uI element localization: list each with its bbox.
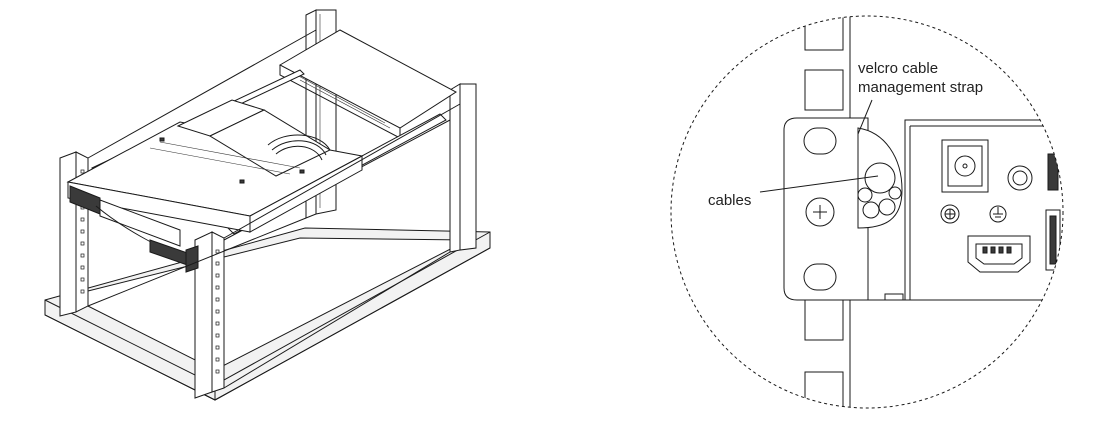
cables-leader-line bbox=[759, 175, 879, 193]
device-rear-panel bbox=[868, 119, 1063, 301]
rack-floor-base bbox=[44, 227, 491, 401]
console-front-panel bbox=[69, 185, 199, 273]
rack-isometric-view bbox=[44, 9, 491, 401]
rack-frame-lines bbox=[87, 29, 461, 389]
rear-post-right bbox=[449, 83, 477, 253]
label-strap-line1: velcro cable bbox=[858, 60, 938, 77]
mounting-bracket bbox=[783, 117, 869, 301]
detail-view: velcro cable management strap cables bbox=[670, 15, 1064, 409]
detail-circle-outline bbox=[670, 15, 1064, 409]
front-post-right bbox=[194, 231, 225, 399]
label-cables: cables bbox=[708, 192, 751, 209]
strap-leader-line bbox=[857, 99, 873, 135]
cable-bundle bbox=[857, 127, 903, 229]
rack-top-shelf bbox=[278, 29, 457, 139]
label-strap-line2: management strap bbox=[858, 79, 983, 96]
